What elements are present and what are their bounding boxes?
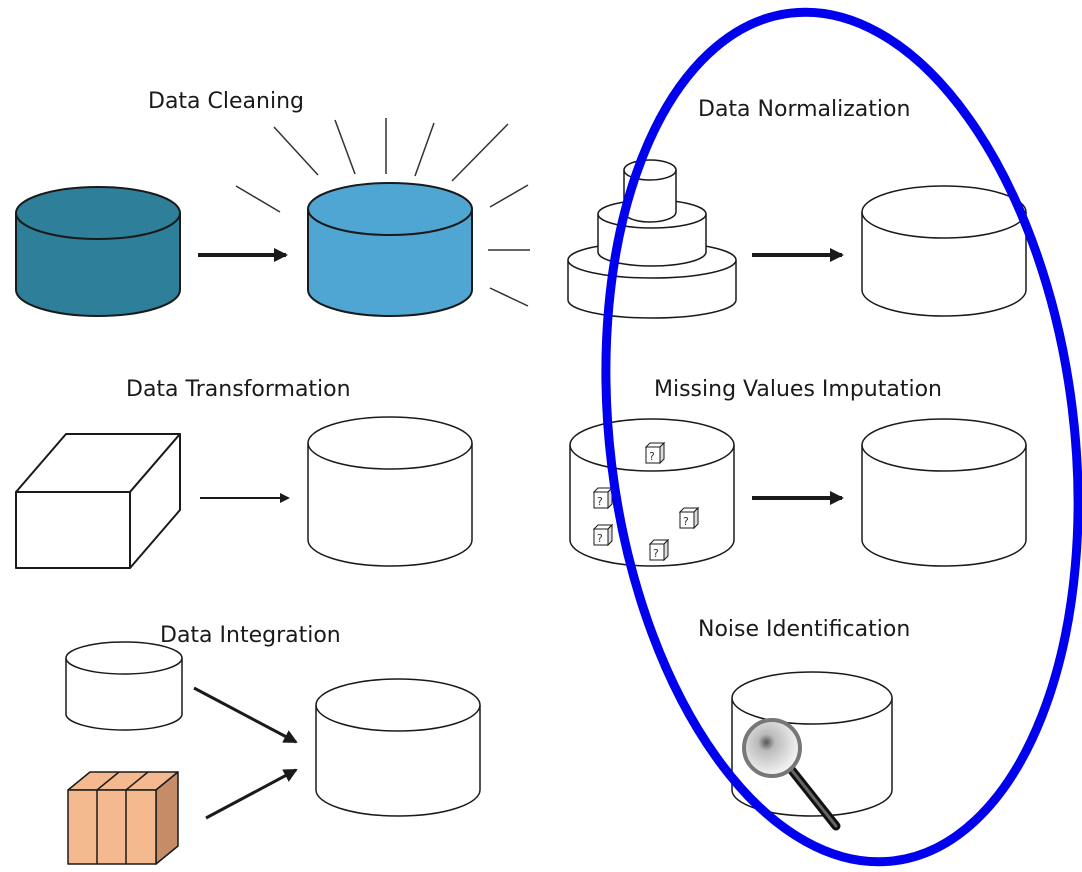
small-source-cylinder [65,641,183,731]
imputed-data-cylinder [861,418,1027,567]
question-mark: ? [653,547,659,560]
data-integration-label: Data Integration [160,623,341,648]
missing-value-cube: ? [592,523,614,547]
missing-value-cube: ? [648,538,670,562]
integration-arrow-bottom [205,768,298,820]
question-mark: ? [597,495,603,508]
integrated-data-cylinder [315,678,481,817]
stacked-tiers-icon [567,159,737,319]
question-mark: ? [649,450,655,463]
noise-identification-label: Noise Identification [698,617,910,642]
data-normalization-label: Data Normalization [698,97,910,122]
highlight-ellipse [601,7,1082,867]
shine-rays [235,118,530,307]
clean-data-cylinder [307,182,473,317]
question-mark: ? [597,532,603,545]
normalized-data-cylinder [861,185,1027,317]
dirty-data-cylinder [15,186,181,317]
transformed-data-cylinder [307,416,473,567]
missing-values-imputation-label: Missing Values Imputation [654,377,942,402]
cube-icon [15,433,181,569]
question-mark: ? [683,515,689,528]
magnifying-glass-icon [742,718,841,831]
missing-value-cube: ? [644,441,666,465]
integration-arrow-top [193,686,298,744]
missing-value-cube: ? [678,506,700,530]
orange-box-icon [67,771,179,865]
data-transformation-label: Data Transformation [126,377,351,402]
data-cleaning-label: Data Cleaning [148,89,304,114]
missing-value-cube: ? [592,486,614,510]
